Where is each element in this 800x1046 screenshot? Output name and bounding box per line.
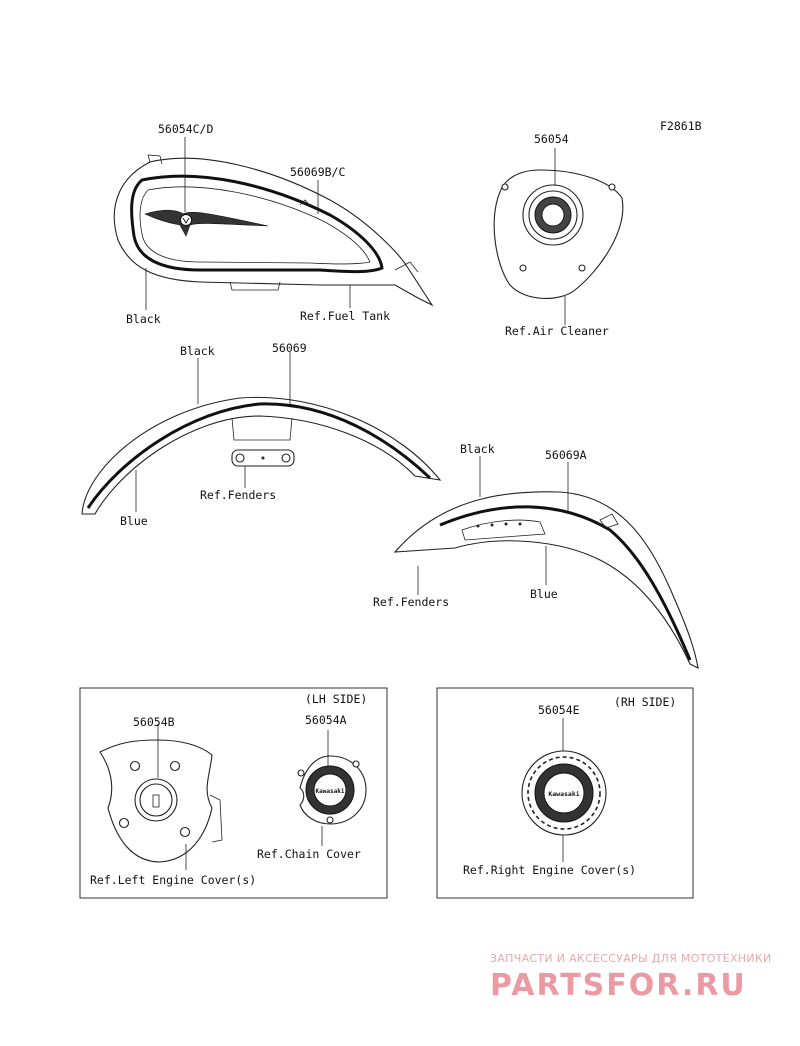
chain-cover-emblem: Kawasaki (316, 788, 345, 795)
tank-wing-emblem (144, 209, 269, 237)
rh-side-panel (436, 687, 694, 899)
left-engine-cover (99, 739, 223, 863)
label-lh-left-part: 56054B (133, 715, 175, 729)
right-engine-cover: Kawasaki (521, 750, 607, 836)
label-front-ref: Ref.Fenders (200, 488, 276, 502)
label-rear-blue: Blue (530, 587, 558, 601)
label-rh-engine-ref: Ref.Right Engine Cover(s) (463, 863, 636, 877)
fuel-tank (113, 154, 434, 307)
label-lh-chain-ref: Ref.Chain Cover (257, 847, 361, 861)
lh-side-panel (79, 687, 388, 899)
label-front-blue: Blue (120, 514, 148, 528)
label-tank-black: Black (126, 312, 161, 326)
label-lh-right-part: 56054A (305, 713, 347, 727)
label-rear-part: 56069A (545, 448, 587, 462)
label-rear-black: Black (460, 442, 495, 456)
watermark-brand: PARTSFOR.RU (490, 968, 747, 1003)
label-tank-stripe: 56069B/C (290, 165, 345, 179)
lh-panel-title: (LH SIDE) (305, 692, 367, 706)
label-front-part: 56069 (272, 341, 307, 355)
air-cleaner-cover (493, 169, 624, 299)
label-front-black: Black (180, 344, 215, 358)
label-tank-ref: Ref.Fuel Tank (300, 309, 390, 323)
watermark: ЗАПЧАСТИ И АКСЕССУАРЫ ДЛЯ МОТОТЕХНИКИ PA… (490, 952, 772, 1003)
rh-panel-title: (RH SIDE) (614, 695, 676, 709)
label-air-part: 56054 (534, 132, 569, 146)
chain-cover: Kawasaki (297, 755, 367, 825)
right-cover-emblem: Kawasaki (548, 790, 579, 798)
label-air-ref: Ref.Air Cleaner (505, 324, 609, 338)
watermark-tagline: ЗАПЧАСТИ И АКСЕССУАРЫ ДЛЯ МОТОТЕХНИКИ (490, 952, 772, 965)
label-rh-part: 56054E (538, 703, 580, 717)
rear-fender (393, 491, 699, 669)
label-lh-engine-ref: Ref.Left Engine Cover(s) (90, 873, 256, 887)
front-fender (81, 396, 442, 515)
label-rear-ref: Ref.Fenders (373, 595, 449, 609)
figure-code: F2861B (660, 119, 702, 133)
label-tank-part: 56054C/D (158, 122, 213, 136)
